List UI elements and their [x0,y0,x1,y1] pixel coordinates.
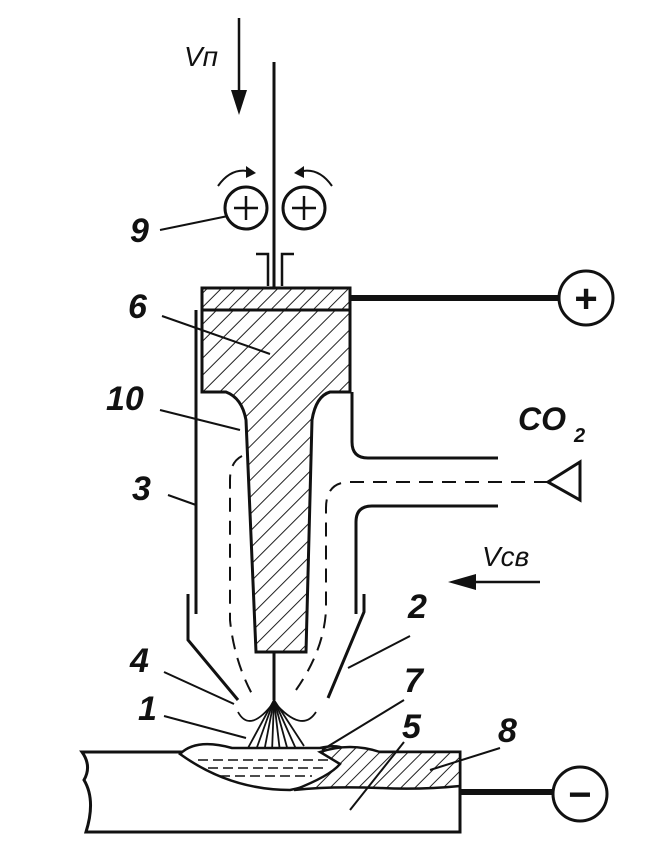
label-9: 9 [130,212,149,250]
weld-bead [293,745,462,792]
label-6: 6 [128,288,148,326]
label-5: 5 [402,708,422,746]
label-7: 7 [404,662,425,700]
label-1: 1 [138,690,157,728]
label-gas-subscript: 2 [573,425,585,447]
label-wire-speed: Vп [184,41,218,72]
label-weld-speed: Vсв [482,541,529,572]
gas-flow-lines [229,455,548,695]
label-2: 2 [407,588,427,626]
positive-lead [350,269,615,327]
label-10: 10 [106,380,144,418]
gas-nozzle [186,310,498,701]
gas-inlet-icon [545,459,582,503]
label-3: 3 [132,470,151,508]
label-8: 8 [498,712,517,750]
contact-tip [200,308,352,654]
feed-rollers [217,166,333,231]
wire-guide [256,252,294,286]
welding-speed-arrow [448,574,540,590]
negative-lead [460,765,609,823]
welding-arc [237,699,317,753]
label-gas: CO [518,401,566,437]
label-4: 4 [129,642,149,680]
minus-terminal-icon: − [568,773,591,817]
leader-lines [159,215,501,811]
insulator-plate [200,286,352,312]
wire-feed-arrow [231,18,247,115]
plus-terminal-icon: + [574,277,597,321]
weld-pool-lines [198,759,336,777]
